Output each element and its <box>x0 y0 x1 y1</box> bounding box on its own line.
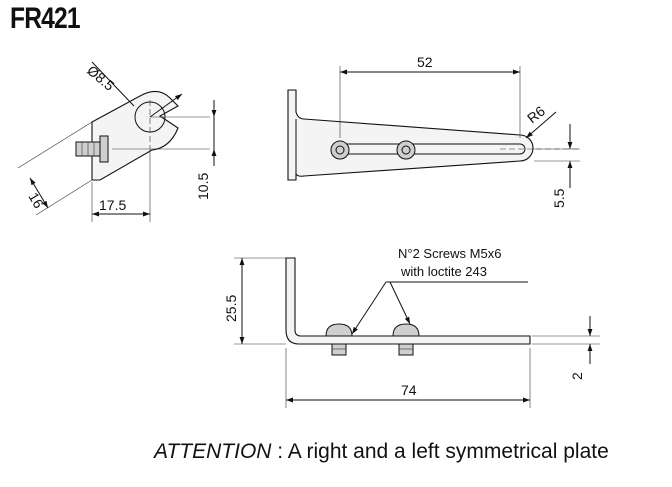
dim-top-offset: 5.5 <box>551 188 567 208</box>
front-screw-head-2 <box>392 323 420 337</box>
front-nut-2 <box>398 343 414 356</box>
screw-note-line2: with loctite 243 <box>400 264 487 279</box>
dim-side-width: 17.5 <box>99 197 126 213</box>
attention-text: : A right and a left symmetrical plate <box>271 440 609 463</box>
dim-hole-diameter: Ø8.5 <box>84 62 118 94</box>
dim-side-height: 10.5 <box>195 173 211 200</box>
side-view: Ø8.5 16 17.5 10.5 <box>17 61 217 222</box>
dim-front-thickness: 2 <box>569 372 585 380</box>
attention-note: ATTENTION : A right and a left symmetric… <box>154 440 609 464</box>
dim-top-radius: R6 <box>524 103 548 127</box>
top-slot <box>339 143 526 155</box>
screw-note-line1: N°2 Screws M5x6 <box>398 246 501 261</box>
front-plate <box>285 257 531 345</box>
front-view: N°2 Screws M5x6 with loctite 243 25.5 74… <box>223 246 600 408</box>
front-nut-1 <box>331 343 347 356</box>
attention-label: ATTENTION <box>154 440 272 463</box>
side-bolt-head <box>99 135 109 163</box>
top-view: 52 R6 5.5 <box>287 54 580 208</box>
front-screw-head-1 <box>325 323 353 337</box>
dim-front-height: 25.5 <box>223 295 239 322</box>
dim-front-length: 74 <box>401 382 417 398</box>
top-screw-1 <box>330 140 350 160</box>
part-number-title: FR421 <box>10 2 81 35</box>
dim-side-length: 16 <box>25 190 47 212</box>
dim-top-length: 52 <box>417 54 433 70</box>
top-plate <box>287 89 534 181</box>
top-screw-2 <box>396 140 416 160</box>
side-plate <box>91 90 179 181</box>
